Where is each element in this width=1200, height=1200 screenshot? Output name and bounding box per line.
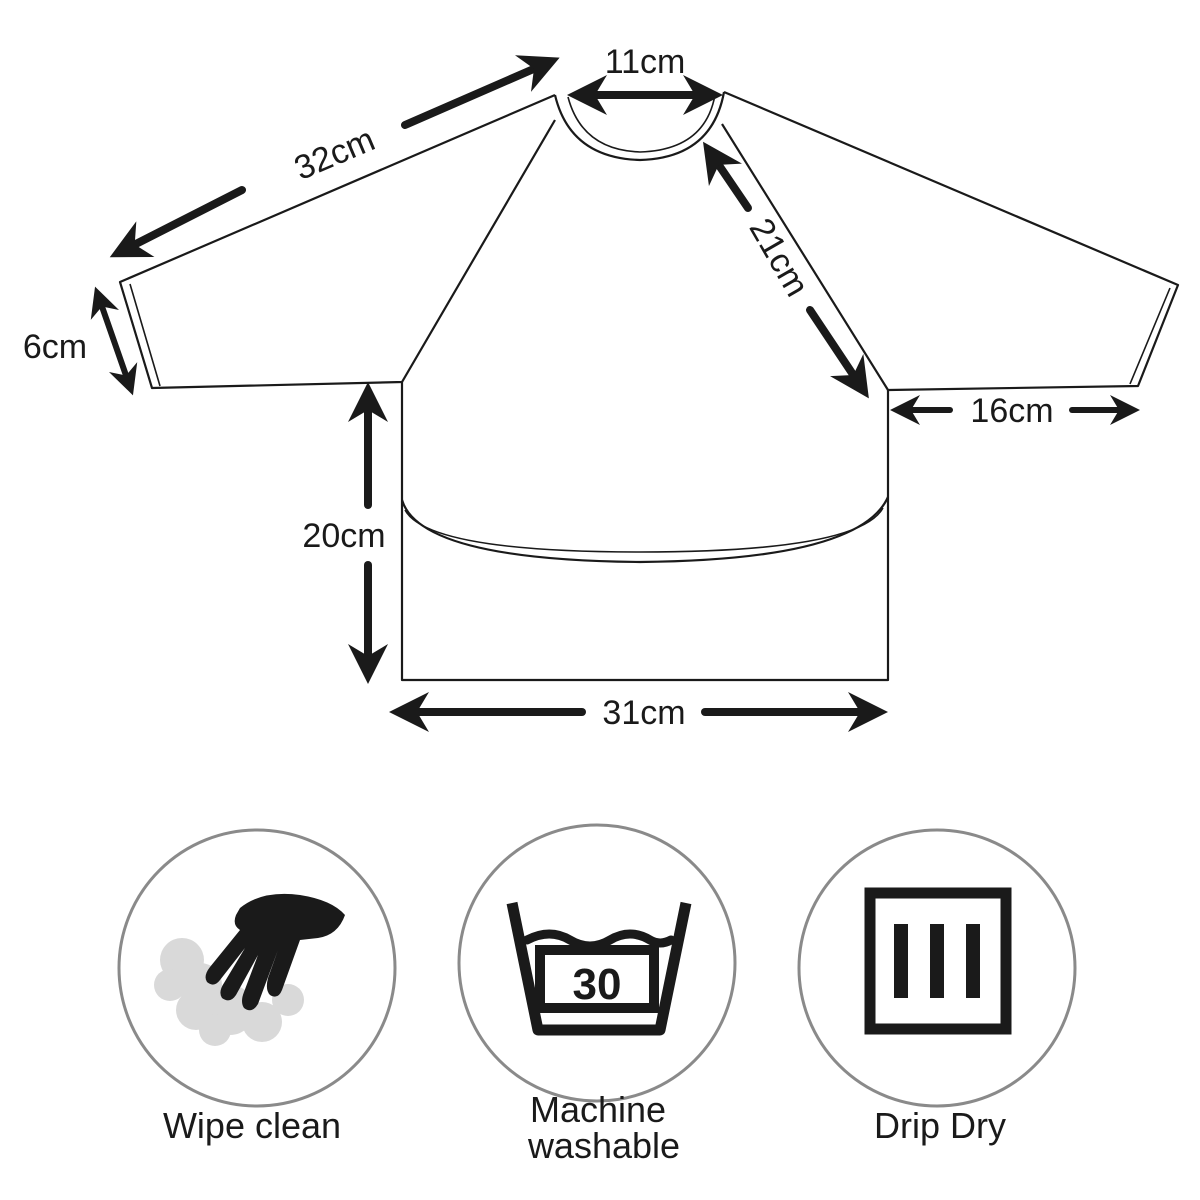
care-drip-dry: Drip Dry <box>797 828 1077 1146</box>
raglan-arrow-lower <box>806 306 869 399</box>
wash-temperature-badge: 30 <box>573 960 622 1009</box>
neckline-outer <box>553 91 726 162</box>
wash-basin-icon: 30 <box>506 901 692 1036</box>
drip-dry-icon <box>864 887 1012 1035</box>
pocket-inner <box>404 507 884 553</box>
machine-washable-label-line2: washable <box>527 1125 680 1166</box>
raglan-arrow-upper <box>703 141 752 212</box>
sleeve-arrow-lower <box>109 186 246 258</box>
machine-washable-label-line1: Machine <box>530 1089 666 1130</box>
body-outline <box>400 382 890 682</box>
cuff-arrow <box>90 286 138 396</box>
neck-label: 11cm <box>605 43 686 81</box>
cuff-label: 6cm <box>23 328 87 366</box>
neckline-inner <box>567 94 716 153</box>
right-sleeve-outline <box>721 90 1180 392</box>
wipe-clean-label: Wipe clean <box>163 1105 341 1146</box>
left-sleeve-outline <box>118 93 556 390</box>
left-cuff-band <box>129 283 161 387</box>
bib-outline <box>118 90 1180 682</box>
measurement-arrows <box>90 55 1140 732</box>
upper-arm-label: 16cm <box>970 392 1053 430</box>
sleeve-arrow-upper <box>401 55 560 129</box>
care-wipe-clean: Wipe clean <box>117 828 397 1146</box>
right-cuff-band <box>1129 287 1171 385</box>
bottom-width-label: 31cm <box>602 694 685 732</box>
drip-dry-label: Drip Dry <box>874 1105 1006 1146</box>
sleeve-length-label: 32cm <box>289 120 380 187</box>
pocket-height-label: 20cm <box>302 517 385 555</box>
wiping-hand-icon <box>154 893 345 1046</box>
care-machine-washable: 30 Machine washable <box>457 823 737 1166</box>
